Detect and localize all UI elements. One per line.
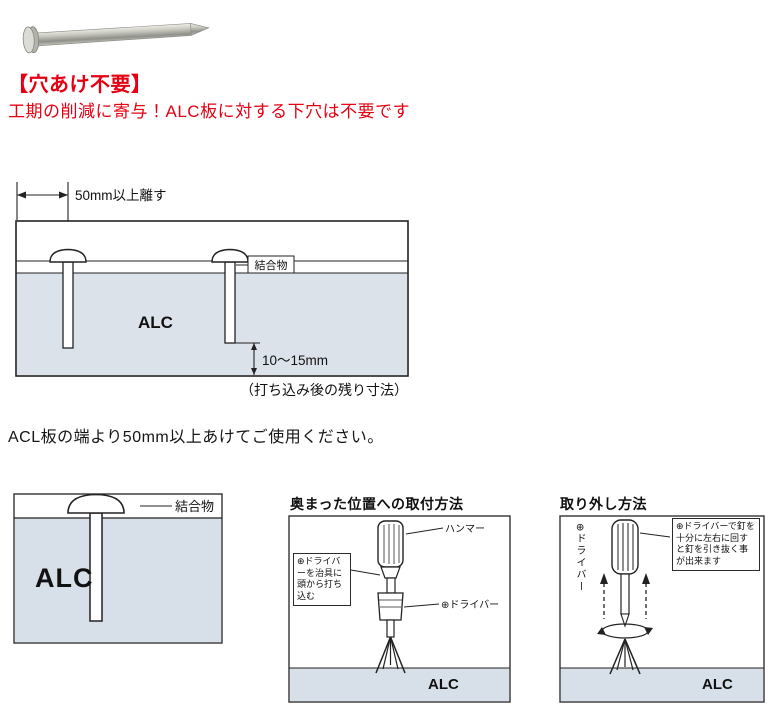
nail-shaft [62, 261, 74, 349]
alc-label: ALC [138, 313, 173, 332]
driver-label-vertical: ⊕ドライバー [574, 523, 585, 594]
alc-label: ALC [428, 676, 459, 693]
jig-chuck [377, 592, 404, 621]
nail-illustration [22, 23, 210, 54]
nail-shaft [224, 261, 236, 344]
feature-subtext: 工期の削減に寄与！ALC板に対する下穴は不要です [8, 102, 411, 121]
hammer-label: ハンマー [445, 524, 485, 535]
nail-head [49, 248, 87, 263]
install-diagram: ALC ハンマー ⊕ドライバー [288, 515, 511, 703]
install-panel-title: 奥まった位置への取付方法 [290, 496, 464, 512]
alc-label: ALC [35, 563, 94, 593]
alc-label: ALC [702, 676, 733, 693]
edge-distance-diagram: 50mm以上離す 結合物 ALC 10〜15mm （打ち込み後の残り寸法） [15, 182, 409, 398]
usage-note: ACL板の端より50mm以上あけてご使用ください。 [8, 429, 384, 446]
nail-head [211, 248, 249, 263]
edge-distance-label: 50mm以上離す [75, 188, 167, 203]
detail-cross-section-diagram: 結合物 ALC [13, 493, 223, 644]
removal-callout: ⊕ドライバーで釘を十分に左右に回すと釘を引き抜く事が出来ます [672, 518, 760, 571]
install-callout: ⊕ドライバーを治具に頭から打ち込む [293, 553, 351, 606]
diagram-caption: （打ち込み後の残り寸法） [240, 382, 408, 398]
driver-handle [611, 519, 639, 575]
driver-label: ⊕ドライバー [441, 599, 499, 611]
bond-object-label: 結合物 [175, 499, 214, 514]
nail-product-photo [22, 23, 210, 54]
bond-object-label: 結合物 [255, 258, 288, 272]
removal-panel: 取り外し方法 ALC ⊕ドライバーで釘を十分に左右に回すと釘を引き抜く事が出来ま… [556, 494, 768, 706]
feature-headline: 【穴あけ不要】 [8, 74, 152, 96]
nail-head [67, 493, 125, 514]
removal-panel-title: 取り外し方法 [560, 496, 647, 512]
depth-dimension-label: 10〜15mm [262, 353, 328, 368]
install-panel: 奥まった位置への取付方法 ALC ハンマー ⊕ドライバー ⊕ドライバーを治具に頭… [288, 494, 512, 706]
driver-shaft [620, 573, 630, 615]
